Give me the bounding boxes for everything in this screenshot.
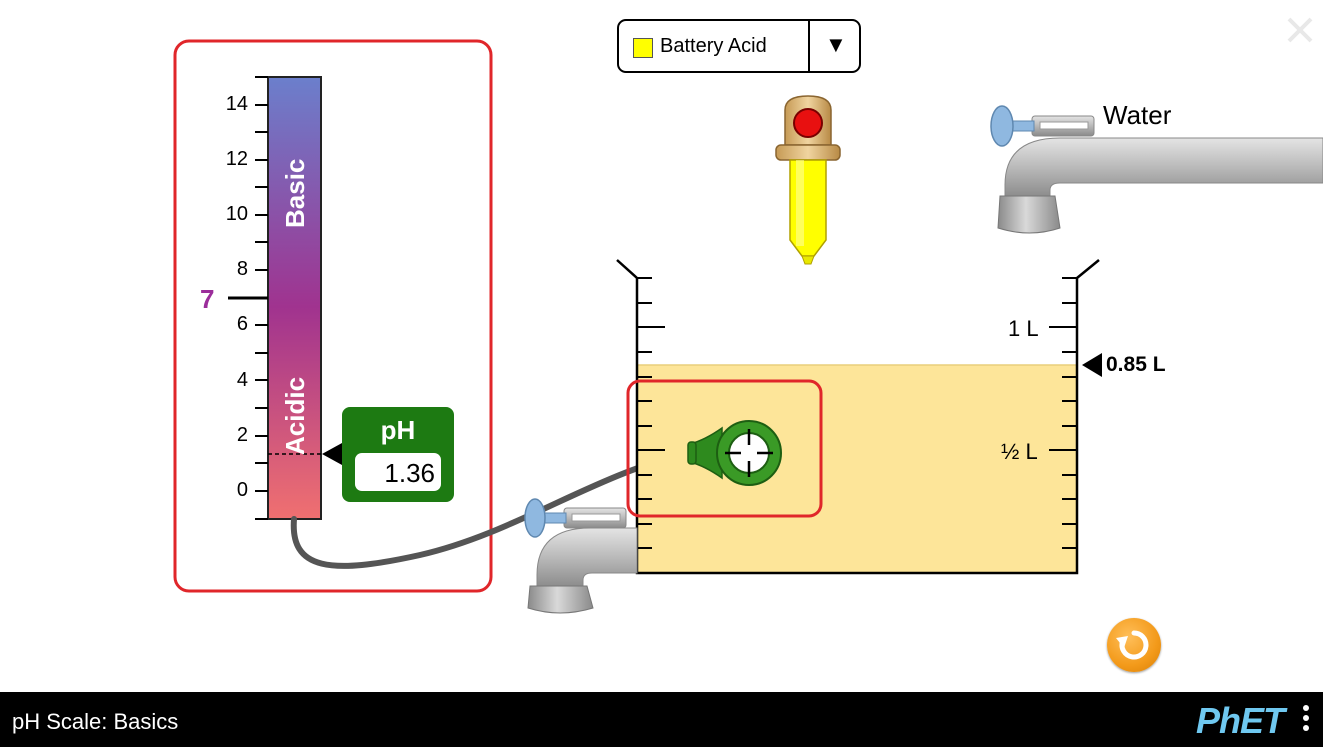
ph-tick-label: 14: [225, 93, 248, 115]
beaker: [616, 259, 1100, 575]
dropdown-arrow-icon[interactable]: ▼: [825, 32, 847, 57]
ph-meter-highlight: [173, 39, 493, 593]
water-faucet-handle-icon: [990, 105, 1014, 147]
solute-color-swatch: [633, 38, 653, 58]
simulation-title: pH Scale: Basics: [12, 709, 179, 734]
water-faucet-label: Water: [1103, 100, 1172, 130]
volume-indicator-icon: [1082, 353, 1102, 377]
reset-icon: [1116, 630, 1149, 660]
ph-tick-label: 4: [236, 369, 248, 391]
solute-selected-label: Battery Acid: [660, 35, 767, 57]
solute-dropdown[interactable]: Battery Acid ▼: [617, 19, 861, 73]
phet-logo[interactable]: PhET: [1196, 700, 1285, 741]
water-faucet[interactable]: [990, 105, 1323, 234]
ph-neutral-label: 7: [200, 284, 215, 314]
drain-faucet[interactable]: [524, 498, 638, 614]
ph-tick-label: 2: [236, 424, 248, 446]
dropper[interactable]: [775, 95, 841, 265]
basic-label: Basic: [280, 158, 310, 228]
ph-meter-readout: pH 1.36: [342, 407, 454, 502]
ph-tick-label: 8: [236, 258, 248, 280]
volume-reading: 0.85 L: [1106, 353, 1166, 376]
dropper-button-icon: [793, 108, 823, 138]
dropdown-divider: [808, 21, 810, 71]
crosshair-icon: [725, 429, 773, 477]
ph-probe[interactable]: [687, 420, 782, 486]
reset-all-button[interactable]: [1107, 618, 1161, 672]
beaker-liquid: [637, 365, 1077, 573]
acidic-label: Acidic: [280, 376, 310, 455]
ph-value-field: [355, 453, 441, 491]
probe-cable: [290, 449, 698, 569]
ph-readout-title: pH: [380, 415, 416, 445]
beaker-mark-1L: 1 L: [1008, 316, 1039, 341]
ph-scale: [228, 76, 342, 520]
close-icon[interactable]: [1287, 17, 1313, 43]
drain-faucet-handle-icon: [524, 498, 546, 538]
ph-pointer: [322, 443, 342, 465]
navigation-bar: pH Scale: Basics PhET: [0, 692, 1323, 747]
ph-tick-label: 12: [225, 148, 248, 170]
ph-tick-label: 6: [236, 313, 248, 335]
beaker-mark-half: ½ L: [1001, 439, 1038, 464]
probe-highlight: [626, 379, 823, 518]
ph-value: 1.36: [384, 458, 435, 488]
ph-tick-label: 0: [236, 479, 248, 501]
ph-tick-label: 10: [225, 203, 248, 225]
sim-scene: [173, 17, 1323, 614]
phet-menu-icon[interactable]: [1299, 702, 1313, 738]
